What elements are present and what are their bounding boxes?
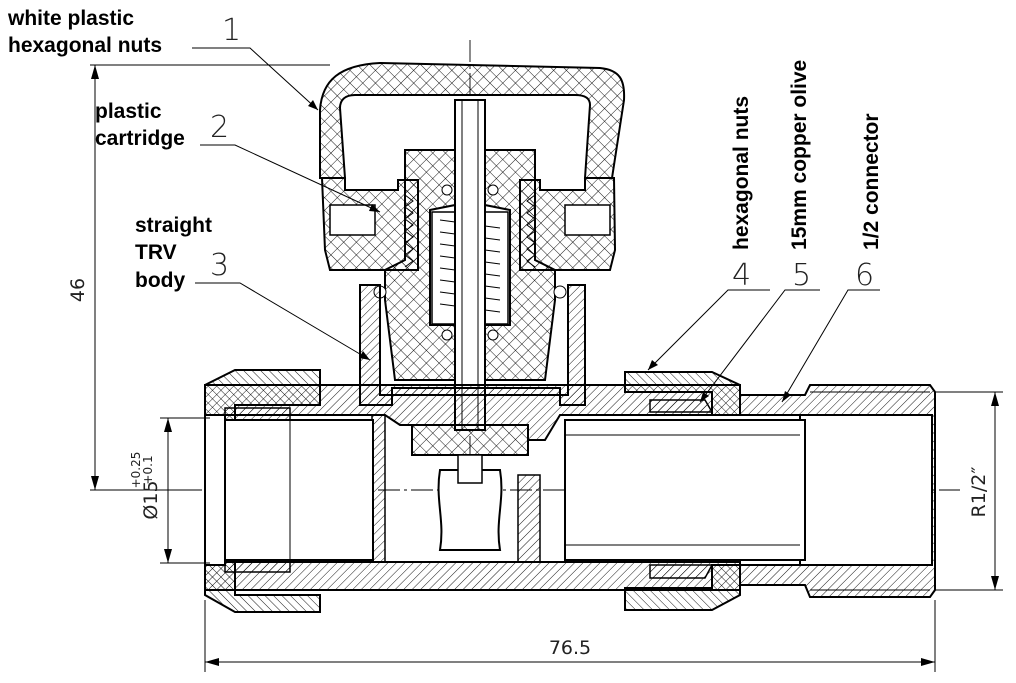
- height-dimension-text: 46: [67, 278, 89, 302]
- thread-dimension-text: R1/2″: [968, 467, 990, 518]
- valve-body: [204, 284, 741, 591]
- diameter-tolerance-lower: +0.1: [141, 455, 155, 484]
- callout-1: 1: [222, 13, 241, 48]
- dimension-length: 76.5: [204, 600, 936, 672]
- label-copper-olive: 15mm copper olive: [788, 60, 811, 250]
- diameter-dimension-text: Ø15: [140, 480, 162, 519]
- label-straight-trv-body-line2: TRV: [135, 241, 177, 264]
- valve-disc: [411, 424, 529, 551]
- label-straight-trv-body-line3: body: [135, 269, 185, 292]
- label-hexagonal-nuts: hexagonal nuts: [730, 96, 753, 250]
- label-connector: 1/2 connector: [860, 113, 883, 250]
- spindle: [454, 99, 486, 431]
- pipe-bore-left: [224, 419, 374, 561]
- label-plastic-cartridge-line2: cartridge: [95, 127, 185, 150]
- callout-6: 6: [855, 258, 874, 293]
- dimension-thread: R1/2″: [935, 391, 1003, 591]
- length-dimension-text: 76.5: [549, 637, 591, 659]
- diameter-tolerance-upper: +0.25: [129, 452, 143, 489]
- pipe-bore-right: [564, 419, 806, 561]
- head-cap: [319, 61, 626, 271]
- dimension-height: 46: [67, 64, 330, 491]
- label-white-plastic-nuts-line1: white plastic: [7, 7, 134, 30]
- callout-2: 2: [210, 110, 229, 145]
- label-straight-trv-body-line1: straight: [135, 214, 212, 237]
- label-white-plastic-nuts-line2: hexagonal nuts: [8, 34, 162, 57]
- callout-4: 4: [732, 258, 751, 293]
- callout-5: 5: [792, 258, 811, 293]
- dimension-diameter: Ø15 +0.25 +0.1: [129, 417, 210, 564]
- callout-3: 3: [210, 248, 229, 283]
- copper-olive: [649, 399, 714, 579]
- leader-lines: [192, 47, 880, 403]
- label-plastic-cartridge-line1: plastic: [95, 100, 162, 123]
